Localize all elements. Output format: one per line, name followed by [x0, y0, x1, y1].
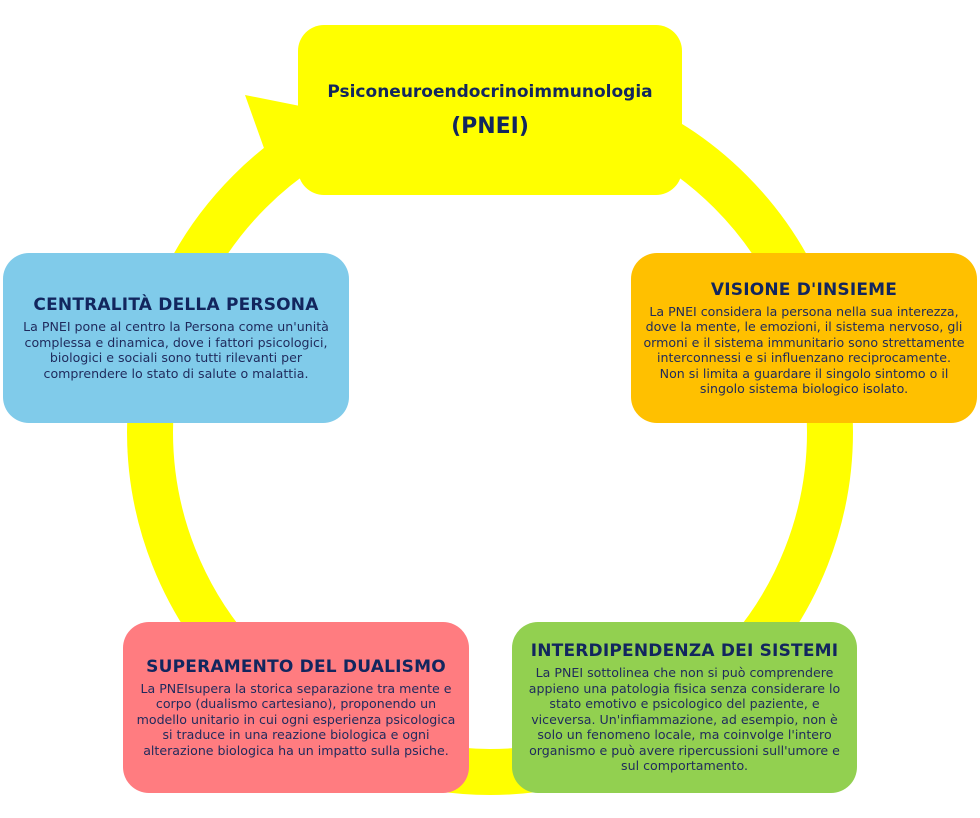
node-title: INTERDIPENDENZA DEI SISTEMI: [530, 641, 839, 662]
node-visione-insieme: VISIONE D'INSIEME La PNEI considera la p…: [631, 253, 977, 423]
node-text: La PNEIsupera la storica separazione tra…: [136, 680, 456, 758]
node-interdipendenza: INTERDIPENDENZA DEI SISTEMI La PNEI sott…: [512, 622, 857, 793]
node-text: La PNEI pone al centro la Persona come u…: [23, 319, 329, 381]
node-text: La PNEI considera la persona nella sua i…: [643, 303, 965, 397]
center-node-pnei: Psiconeuroendocrinoimmunologia (PNEI): [298, 25, 682, 195]
node-text: La PNEI sottolinea che non si può compre…: [528, 665, 841, 774]
node-title: CENTRALITÀ DELLA PERSONA: [33, 295, 319, 315]
center-title: Psiconeuroendocrinoimmunologia: [327, 81, 653, 102]
node-title: VISIONE D'INSIEME: [710, 279, 898, 300]
node-title: SUPERAMENTO DEL DUALISMO: [146, 656, 446, 677]
node-centralita-persona: CENTRALITÀ DELLA PERSONA La PNEI pone al…: [3, 253, 349, 423]
node-superamento-dualismo: SUPERAMENTO DEL DUALISMO La PNEIsupera l…: [123, 622, 469, 793]
center-acronym: (PNEI): [451, 113, 529, 139]
